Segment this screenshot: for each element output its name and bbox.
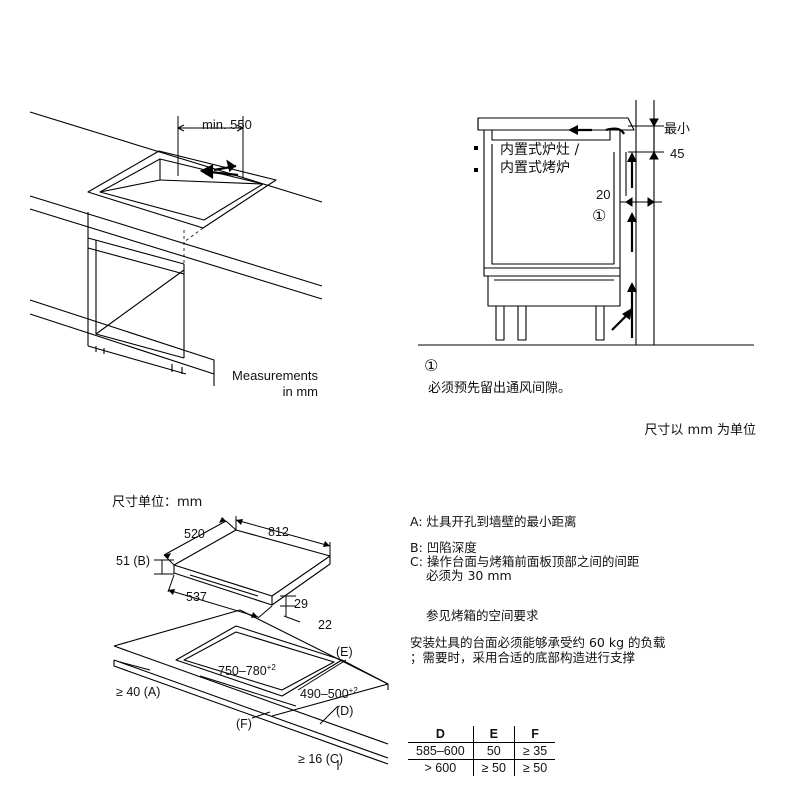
legend-see-oven: 参见烤箱的空间要求 (426, 608, 539, 623)
table-cell: ≥ 50 (472, 759, 515, 776)
table-header-e: E (472, 726, 515, 743)
table-cell: ≥ 50 (513, 759, 556, 776)
vent-marker-1: ① (592, 208, 607, 225)
table-header-row: D E F (408, 726, 556, 743)
legend-c-line1: C: 操作台面与烤箱前面板顶部之间的间距 (410, 554, 640, 569)
min-width-label: min. 550 (202, 117, 252, 132)
legend-a: A: 灶具开孔到墙壁的最小距离 (410, 514, 577, 529)
unit-label: 尺寸单位：mm (112, 495, 203, 510)
legend-load-line1: 安装灶具的台面必须能够承受约 60 kg 的负载 (410, 635, 666, 650)
table-cell: 585–600 (408, 742, 474, 760)
dim-51-b: 51 (B) (116, 554, 151, 568)
dim-520: 520 (184, 527, 205, 541)
ventilation-note: 必须预先留出通风间隙。 (428, 381, 572, 396)
label-e: (E) (336, 645, 353, 659)
legend-load-line2: ；需要时，采用合适的底部构造进行支撑 (410, 650, 636, 665)
table-header-d: D (408, 726, 474, 743)
min-label: 最小 (664, 122, 691, 137)
label-c: ≥ 16 (C) (298, 752, 344, 766)
unit-note: 尺寸以 mm 为单位 (644, 423, 756, 438)
measurements-label-line1: Measurements (232, 368, 318, 383)
clearance-table: D E F 585–600 50 ≥ 35 > 600 ≥ 50 ≥ 50 (408, 726, 556, 776)
gap-20-label: 20 (596, 187, 611, 202)
dim-29: 29 (294, 597, 308, 611)
label-a: ≥ 40 (A) (116, 685, 161, 699)
table-row: 585–600 50 ≥ 35 (408, 742, 556, 760)
label-f: (F) (236, 717, 252, 731)
table-cell: > 600 (424, 761, 457, 775)
measurements-label-line2: in mm (282, 384, 318, 399)
appliance-label-line2: 内置式烤炉 (500, 160, 570, 176)
dim-812: 812 (268, 525, 289, 539)
table-row: > 600 ≥ 50 ≥ 50 (408, 759, 556, 776)
legend-c-line2: 必须为 30 mm (426, 568, 512, 583)
label-d: (D) (336, 704, 354, 718)
table-header-f: F (513, 726, 556, 743)
table-cell: 50 (472, 742, 515, 760)
cutout-depth: 490–500+2 (300, 686, 358, 702)
dim-22: 22 (318, 618, 332, 632)
table-cell: ≥ 35 (513, 742, 556, 760)
gap-45-label: 45 (670, 146, 685, 161)
appliance-label-line1: 内置式炉灶 / (500, 142, 580, 158)
legend-b: B: 凹陷深度 (410, 540, 477, 555)
dim-537: 537 (186, 590, 207, 604)
cutout-width: 750–780+2 (218, 663, 276, 679)
note-marker: ① (424, 358, 439, 375)
